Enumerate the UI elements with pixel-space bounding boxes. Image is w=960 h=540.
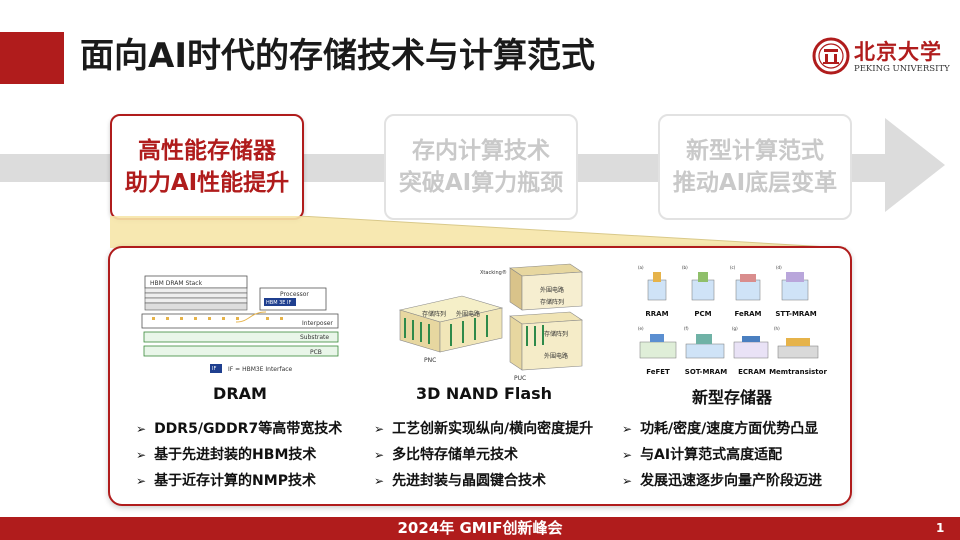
dram-hbm-diagram: HBM DRAM Stack Processor HBM 3E IF Inter…	[141, 275, 339, 373]
step-line2: 助力AI性能提升	[124, 170, 290, 196]
arrow-bullet-icon: ➢	[622, 448, 633, 462]
step-performance-memory[interactable]: 高性能存储器 助力AI性能提升	[110, 114, 304, 220]
svg-text:(f): (f)	[684, 326, 689, 331]
memtransistor-label: Memtransistor	[769, 368, 827, 376]
svg-text:(d): (d)	[776, 265, 782, 270]
interposer-label: Interposer	[302, 320, 333, 327]
xtacking-array-label: 存储阵列	[540, 298, 564, 306]
logo-subtitle: PEKING UNIVERSITY	[854, 64, 950, 74]
sot-mram-label: SOT-MRAM	[685, 368, 727, 376]
list-item: ➢先进封装与晶圆键合技术	[374, 473, 547, 489]
puc-periph-label: 外围电路	[544, 352, 568, 360]
xtacking-label: Xtacking®	[480, 269, 507, 276]
xtacking-periph-label: 外围电路	[540, 286, 564, 294]
page-number: 1	[936, 521, 945, 535]
step-line2: 推动AI底层变革	[672, 170, 838, 196]
svg-text:(h): (h)	[774, 326, 780, 331]
list-item: ➢多比特存储单元技术	[374, 447, 519, 463]
substrate-label: Substrate	[300, 334, 329, 341]
arrow-bullet-icon: ➢	[622, 422, 633, 436]
arrow-bullet-icon: ➢	[136, 448, 147, 462]
caption-dram: DRAM	[213, 384, 267, 403]
processor-label: Processor	[280, 291, 309, 298]
ecram-label: ECRAM	[738, 368, 766, 376]
step-new-computing-paradigm[interactable]: 新型计算范式 推动AI底层变革	[658, 114, 852, 220]
step-line1: 新型计算范式	[686, 138, 824, 164]
stt-mram-label: STT-MRAM	[775, 310, 816, 318]
pnc-label: PNC	[424, 357, 436, 364]
svg-text:(b): (b)	[682, 265, 688, 270]
arrow-bullet-icon: ➢	[136, 422, 147, 436]
svg-text:(a): (a)	[638, 265, 644, 270]
nand-flash-diagram: 存储阵列 外围电路 PNC Xtacking® 外围电路 存储阵列 存储阵列 外…	[398, 263, 583, 382]
svg-text:(c): (c)	[730, 265, 736, 270]
step-line1: 高性能存储器	[138, 138, 276, 164]
arrow-bullet-icon: ➢	[136, 474, 147, 488]
list-item: ➢与AI计算范式高度适配	[622, 447, 783, 463]
puc-array-label: 存储阵列	[544, 330, 568, 338]
emerging-memory-diagram: (a) RRAM (b) PCM (c) FeRAM (d) STT-MRAM …	[638, 265, 827, 376]
step-line2: 突破AI算力瓶颈	[398, 170, 564, 196]
callout-connector	[110, 216, 847, 249]
hbm-stack-label: HBM DRAM Stack	[150, 280, 203, 287]
footer-bar	[0, 517, 960, 540]
list-item: ➢基于近存计算的NMP技术	[136, 473, 316, 489]
feram-label: FeRAM	[734, 310, 761, 318]
arrow-bullet-icon: ➢	[622, 474, 633, 488]
nand-array-label: 存储阵列	[422, 310, 446, 318]
list-item: ➢工艺创新实现纵向/横向密度提升	[374, 421, 594, 437]
arrow-bullet-icon: ➢	[374, 474, 385, 488]
step-line1: 存内计算技术	[412, 138, 550, 164]
arrow-bullet-icon: ➢	[374, 422, 385, 436]
pcb-label: PCB	[310, 349, 322, 356]
legend-key: IF	[212, 366, 216, 372]
caption-3d-nand: 3D NAND Flash	[415, 384, 553, 403]
pcm-label: PCM	[694, 310, 711, 318]
page-title: 面向AI时代的存储技术与计算范式	[80, 36, 595, 76]
logo-text: 北京大学	[854, 39, 942, 64]
nand-periph-label: 外围电路	[456, 310, 480, 318]
peking-university-seal-icon	[812, 37, 850, 75]
rram-label: RRAM	[645, 310, 668, 318]
caption-new-memory: 新型存储器	[691, 388, 772, 407]
footer-text: 2024年 GMIF创新峰会	[397, 519, 563, 537]
puc-label: PUC	[514, 375, 526, 382]
step-in-memory-computing[interactable]: 存内计算技术 突破AI算力瓶颈	[384, 114, 578, 220]
list-item: ➢发展迅速逐步向量产阶段迈进	[622, 473, 823, 489]
list-item: ➢DDR5/GDDR7等高带宽技术	[136, 421, 343, 437]
svg-text:(e): (e)	[638, 326, 644, 331]
title-accent-bar	[0, 32, 64, 84]
fefet-label: FeFET	[646, 368, 670, 376]
hbm-if-label: HBM 3E IF	[266, 300, 291, 306]
svg-text:(g): (g)	[732, 326, 738, 331]
arrow-bullet-icon: ➢	[374, 448, 385, 462]
legend-text: IF = HBM3E Interface	[228, 366, 293, 373]
list-item: ➢基于先进封装的HBM技术	[136, 447, 317, 463]
list-item: ➢功耗/密度/速度方面优势凸显	[622, 421, 819, 437]
